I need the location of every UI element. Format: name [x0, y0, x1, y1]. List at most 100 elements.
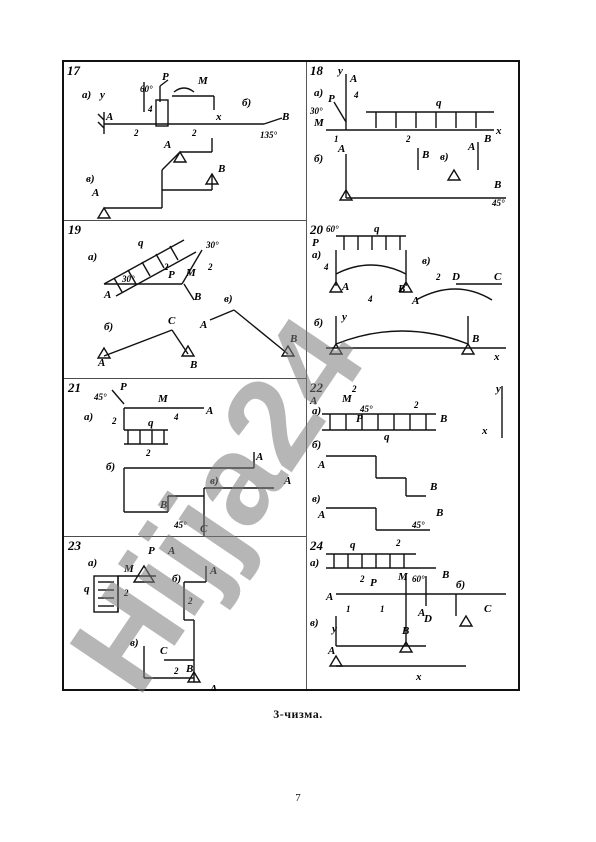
problem-20-support-a1: A [341, 281, 349, 293]
problem-19-part-a: a) [88, 251, 97, 263]
problem-21-support-a2: A [255, 451, 263, 463]
problem-18-support-a3: A [467, 141, 475, 153]
problem-20-force-p: P [312, 237, 319, 249]
problem-18-dim-2: 2 [405, 134, 411, 144]
problem-22-force-p: P [356, 413, 363, 425]
problem-21-hinge-c: C [200, 523, 208, 535]
problem-21-angle-2: 45° [173, 520, 187, 530]
problem-17-part-b: б) [242, 97, 251, 109]
problem-24-angle-1: 60° [412, 574, 425, 584]
problem-19-angle-2: 30° [121, 274, 135, 284]
problem-23-dim-1: 2 [123, 588, 129, 598]
problem-24-hinge-d: D [423, 613, 432, 625]
problem-20-axis-x: x [493, 351, 500, 363]
problem-19-diagram: 19 a) б) в) P M q A A A B B B C 30° 30° … [64, 220, 306, 371]
problem-19-support-b2: B [189, 359, 197, 371]
problem-18-moment-m: M [313, 117, 325, 129]
problem-18-support-a2: A [337, 143, 345, 155]
problem-18-part-b: б) [314, 153, 323, 165]
problem-22-moment-m: M [341, 393, 353, 405]
problem-17-angle-2: 135° [260, 130, 278, 140]
problem-21-number: 21 [67, 380, 81, 395]
problem-19-part-v: в) [224, 293, 233, 305]
problem-17-support-a2: A [163, 139, 171, 151]
problem-24-dim-2: 2 [359, 574, 365, 584]
problem-19-support-b1: B [193, 291, 201, 303]
problem-21-support-b: B [159, 499, 167, 511]
problem-22-support-b3: B [435, 507, 443, 519]
problem-17-dim-3: 4 [147, 104, 153, 114]
problem-22-part-b: б) [312, 439, 321, 451]
problem-20-axis-y: y [340, 311, 347, 323]
problem-19-dim-1: 2 [163, 262, 169, 272]
problem-21-dim-2: 2 [111, 416, 117, 426]
problem-18-support-a1: A [349, 73, 357, 85]
problem-21-force-p: P [120, 381, 127, 393]
problem-18-support-b3: B [493, 179, 501, 191]
problem-23-number: 23 [67, 538, 82, 553]
problem-20-support-b2: B [471, 333, 479, 345]
problem-23-part-v: в) [130, 637, 139, 649]
problem-17-support-a1: A [105, 111, 113, 123]
problem-22-part-a: a) [312, 405, 321, 417]
problem-18-number: 18 [310, 63, 324, 78]
problem-22-support-b1: B [439, 413, 447, 425]
problem-24-dim-1: 2 [395, 538, 401, 548]
problem-21-angle-1: 45° [93, 392, 107, 402]
problem-17-axis-x: x [215, 111, 222, 123]
problem-17-part-a: a) [82, 89, 91, 101]
problem-19-number: 19 [68, 222, 82, 237]
problem-22-number: 22 [309, 380, 324, 395]
problem-17-support-b1: B [281, 111, 289, 123]
problem-17-diagram: 17 a) б) в) P M A A A B B y x 60° 135° 2… [67, 63, 289, 219]
page-number: 7 [295, 792, 301, 804]
problem-24-dim-3: 1 [346, 604, 351, 614]
problem-18-load-q: q [436, 97, 442, 109]
problem-17-support-a3: A [91, 187, 99, 199]
problem-24-support-a1: A [325, 591, 333, 603]
problem-20-dim-3: 2 [435, 272, 441, 282]
problem-23-load-q: q [84, 583, 90, 595]
problem-17-support-b2: B [217, 163, 225, 175]
problem-22-support-a2: A [317, 459, 325, 471]
problem-19-force-p: P [168, 269, 175, 281]
problem-22-dim-2: 2 [413, 400, 419, 410]
problem-21-part-a: a) [84, 411, 93, 423]
problem-18-axis-y: y [336, 65, 343, 77]
problem-18-diagram: 18 a) б) в) P M q A A A B B B y x 30° 45… [306, 62, 506, 220]
problem-19-hinge-c: C [168, 315, 176, 327]
problem-24-axis-x: x [415, 671, 422, 683]
problem-21-dim-1: 4 [173, 412, 179, 422]
problem-23-part-b: б) [172, 573, 181, 585]
problem-19-part-b: б) [104, 321, 113, 333]
problem-17-part-v: в) [86, 173, 95, 185]
problem-21-support-a1: A [205, 405, 213, 417]
problem-23-support-a3: A [209, 683, 217, 691]
problem-23-dim-3: 2 [173, 666, 179, 676]
problem-24-support-b1: B [441, 569, 449, 581]
problem-21-support-a3: A [283, 475, 291, 487]
problem-22-support-a1: A [309, 395, 317, 407]
problem-20-support-b1: B [397, 283, 405, 295]
problem-19-load-q: q [138, 237, 144, 249]
problem-22-dim-1: 2 [351, 384, 357, 394]
problem-19-moment-m: M [185, 267, 197, 279]
problem-21-dim-3: 2 [145, 448, 151, 458]
problem-18-part-a: a) [314, 87, 323, 99]
problem-21-moment-m: M [157, 393, 169, 405]
problem-19-angle-1: 30° [205, 240, 219, 250]
problems-figure: 17 a) б) в) P M A A A B B y x 60° 135° 2… [62, 60, 520, 691]
problem-23-support-a1: A [167, 545, 175, 557]
problem-19-support-a2: A [97, 357, 105, 369]
problem-22-angle-1: 45° [359, 404, 373, 414]
problem-24-moment-m: M [397, 571, 409, 583]
problem-19-dim-2: 2 [207, 262, 213, 272]
problem-20-part-b: б) [314, 317, 323, 329]
problem-20-part-a: a) [312, 249, 321, 261]
problem-18-support-b2: B [421, 149, 429, 161]
problem-24-axis-y: y [330, 623, 337, 635]
problem-21-diagram: 21 a) б) в) P M q A A A B C 45° 45° 4 2 … [64, 378, 306, 536]
problem-21-part-v: в) [210, 475, 219, 487]
problem-22-part-v: в) [312, 493, 321, 505]
problem-23-support-b: B [185, 663, 193, 675]
